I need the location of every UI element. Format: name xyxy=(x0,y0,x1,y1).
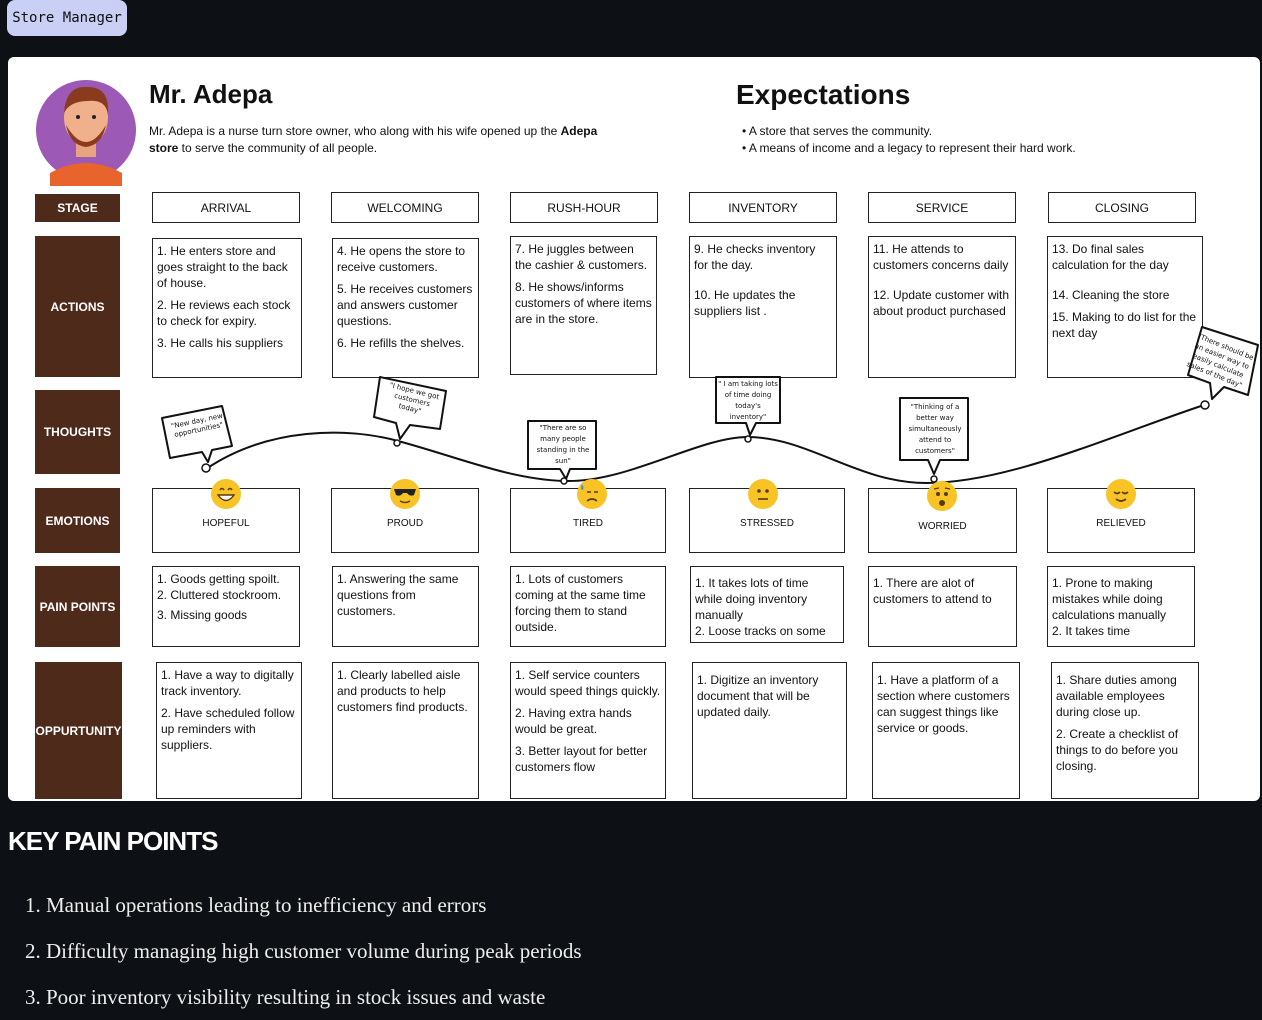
persona-bio: Mr. Adepa is a nurse turn store owner, w… xyxy=(149,124,598,155)
key-pain-point-item: Difficulty managing high customer volume… xyxy=(46,928,582,974)
key-pain-point-item: Manual operations leading to inefficienc… xyxy=(46,882,582,928)
expectation-item: A store that serves the community. xyxy=(742,123,1222,140)
sweat-face-icon xyxy=(577,479,607,509)
actions-box-service: 11. He attends to customers concerns dai… xyxy=(868,236,1016,378)
expectations-title: Expectations xyxy=(736,79,911,110)
thought-bubble-rush-hour xyxy=(527,420,597,485)
stage-arrival: ARRIVAL xyxy=(152,192,300,223)
pain-box-welcoming: 1. Answering the same questions from cus… xyxy=(332,566,479,647)
expectation-item: A means of income and a legacy to repres… xyxy=(742,140,1222,157)
opportunity-box-arrival: 1. Have a way to digitally track invento… xyxy=(156,662,302,799)
stage-service: SERVICE xyxy=(868,192,1016,223)
grinning-face-icon xyxy=(211,479,241,509)
thought-bubble-service xyxy=(899,397,969,483)
thought-text-service: "Thinking of a better way simultaneously… xyxy=(908,403,962,455)
persona-name: Mr. Adepa xyxy=(149,79,273,109)
sunglasses-face-icon xyxy=(390,479,420,509)
thought-bubble-arrival xyxy=(161,405,233,473)
worried-face-icon xyxy=(927,481,957,511)
key-pain-points-list: Manual operations leading to inefficienc… xyxy=(8,882,582,1020)
stage-rush-hour: RUSH-HOUR xyxy=(510,192,658,223)
key-pain-point-item: Poor inventory visibility resulting in s… xyxy=(46,974,582,1020)
pain-box-service: 1. There are alot of customers to attend… xyxy=(868,566,1017,647)
actions-box-welcoming: 4. He opens the store to receive custome… xyxy=(332,238,479,378)
opportunity-box-inventory: 1. Digitize an inventory document that w… xyxy=(692,662,847,799)
expectations-list: A store that serves the community. A mea… xyxy=(742,123,1222,157)
journey-map-board: Mr. Adepa Mr. Adepa is a nurse turn stor… xyxy=(8,57,1260,801)
thought-bubble-inventory xyxy=(715,376,781,443)
actions-box-rush-hour: 7. He juggles between the cashier & cust… xyxy=(510,236,657,375)
opportunity-box-closing: 1. Share duties among available employee… xyxy=(1051,662,1199,799)
actions-box-closing: 13. Do final sales calculation for the d… xyxy=(1047,236,1203,378)
thought-bubble-welcoming xyxy=(373,376,447,447)
opportunity-box-service: 1. Have a platform of a section where cu… xyxy=(872,662,1020,799)
stage-inventory: INVENTORY xyxy=(689,192,837,223)
stage-welcoming: WELCOMING xyxy=(331,192,479,223)
pain-box-rush-hour: 1. Lots of customers coming at the same … xyxy=(510,566,666,647)
row-label-pain-points: PAIN POINTS xyxy=(35,566,120,647)
row-label-emotions: EMOTIONS xyxy=(35,488,120,553)
emotion-curve xyxy=(205,404,1205,485)
neutral-face-icon xyxy=(748,479,778,509)
opportunity-box-welcoming: 1. Clearly labelled aisle and products t… xyxy=(332,662,479,799)
thought-bubble-closing xyxy=(1187,326,1259,410)
thought-text-rush-hour: "There are so many people standing in th… xyxy=(536,424,590,465)
row-label-stage: STAGE xyxy=(35,194,120,222)
relieved-face-icon xyxy=(1106,479,1136,509)
key-pain-points-title: KEY PAIN POINTS xyxy=(8,826,218,856)
row-label-opportunity: OPPURTUNITY xyxy=(35,662,122,799)
actions-box-arrival: 1. He enters store and goes straight to … xyxy=(152,238,302,378)
pain-box-inventory: 1. It takes lots of time while doing inv… xyxy=(690,566,844,643)
opportunity-box-rush-hour: 1. Self service counters would speed thi… xyxy=(510,662,666,799)
role-tag: Store Manager xyxy=(7,0,127,36)
stage-closing: CLOSING xyxy=(1048,192,1196,223)
row-label-thoughts: THOUGHTS xyxy=(35,390,120,474)
persona-avatar xyxy=(36,80,136,186)
row-label-actions: ACTIONS xyxy=(35,236,120,377)
pain-box-arrival: 1. Goods getting spoilt.2. Cluttered sto… xyxy=(152,566,300,647)
thought-text-inventory: " I am taking lots of time doing today's… xyxy=(718,380,778,421)
pain-box-closing: 1. Prone to making mistakes while doing … xyxy=(1047,566,1195,647)
